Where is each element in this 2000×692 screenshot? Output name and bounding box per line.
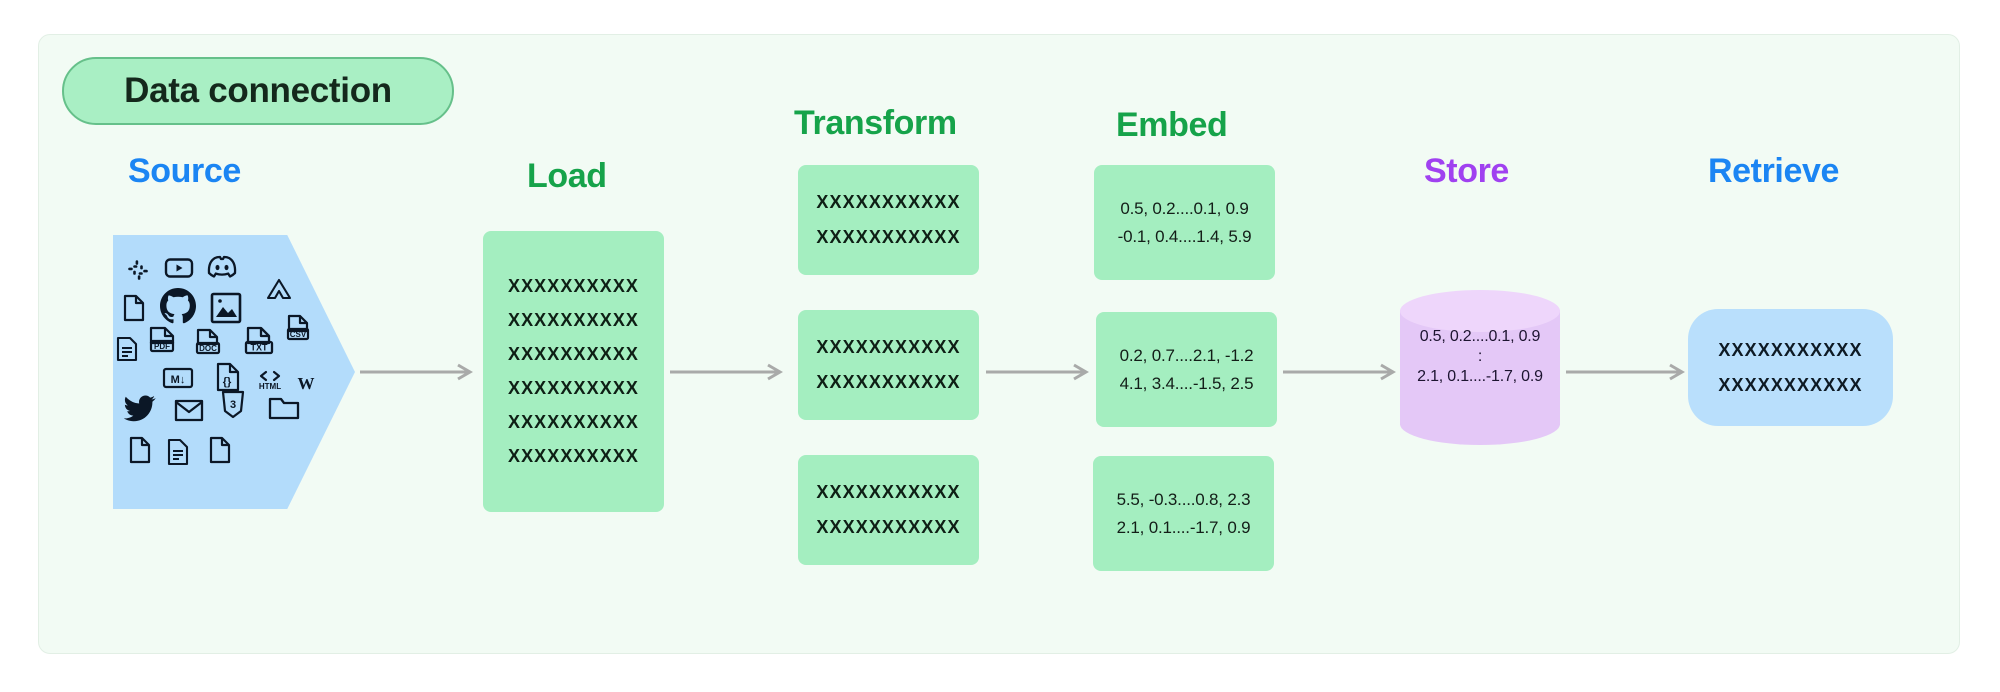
embed-line: 0.2, 0.7....2.1, -1.2 [1119, 345, 1254, 365]
transform-line: XXXXXXXXXXX [816, 517, 961, 537]
retrieve-line: XXXXXXXXXXX [1718, 374, 1863, 395]
svg-text:TXT: TXT [251, 343, 269, 353]
load-line: XXXXXXXXXX [507, 310, 640, 330]
load-heading: Load [527, 157, 607, 195]
css3-icon: 3 [219, 389, 247, 421]
embed-box: 0.5, 0.2....0.1, 0.9 -0.1, 0.4....1.4, 5… [1094, 165, 1275, 280]
svg-text:DOC: DOC [199, 344, 217, 353]
embed-line: 2.1, 0.1....-1.7, 0.9 [1116, 517, 1251, 537]
load-line: XXXXXXXXXX [507, 412, 640, 432]
transform-heading: Transform [794, 104, 957, 142]
document-icon [121, 293, 147, 323]
embed-box: 0.2, 0.7....2.1, -1.2 4.1, 3.4....-1.5, … [1096, 312, 1277, 427]
html-code-icon-label: HTML [258, 382, 282, 391]
store-line: 2.1, 0.1....-1.7, 0.9 [1417, 368, 1543, 385]
transform-box: XXXXXXXXXXX XXXXXXXXXXX [798, 165, 979, 275]
store-line: 0.5, 0.2....0.1, 0.9 [1419, 328, 1541, 345]
embed-line: -0.1, 0.4....1.4, 5.9 [1117, 226, 1252, 246]
txt-file-icon: TXT [241, 325, 277, 359]
load-line: XXXXXXXXXX [507, 276, 640, 296]
source-icon-grid: PDF DOC TXT CSV [113, 235, 355, 509]
data-connection-badge: Data connection [62, 57, 454, 125]
lined-document-icon [115, 335, 139, 363]
transform-line: XXXXXXXXXXX [816, 227, 961, 247]
arrow-load-to-transform [670, 360, 790, 384]
svg-text:3: 3 [230, 399, 236, 411]
transform-box: XXXXXXXXXXX XXXXXXXXXXX [798, 455, 979, 565]
load-line: XXXXXXXXXX [507, 378, 640, 398]
embed-box: 5.5, -0.3....0.8, 2.3 2.1, 0.1....-1.7, … [1093, 456, 1274, 571]
lined-document-icon [165, 437, 191, 467]
svg-text:{}: {} [223, 376, 232, 388]
youtube-icon [163, 254, 195, 282]
cylinder-top [1400, 290, 1560, 332]
google-drive-icon [265, 277, 293, 303]
store-cylinder: 0.5, 0.2....0.1, 0.9 : 2.1, 0.1....-1.7,… [1400, 290, 1560, 445]
html-code-icon: HTML [253, 367, 287, 395]
load-line: XXXXXXXXXX [507, 446, 640, 466]
wikipedia-icon: W [297, 374, 315, 393]
slack-icon [125, 257, 151, 283]
csv-file-icon: CSV [283, 313, 313, 343]
load-box: XXXXXXXXXX XXXXXXXXXX XXXXXXXXXX XXXXXXX… [483, 231, 664, 512]
email-icon [173, 397, 205, 423]
json-file-icon: {} [213, 361, 243, 393]
store-line: : [1477, 348, 1483, 365]
transform-line: XXXXXXXXXXX [816, 482, 961, 502]
transform-box: XXXXXXXXXXX XXXXXXXXXXX [798, 310, 979, 420]
svg-text:CSV: CSV [290, 330, 307, 339]
discord-icon [205, 253, 239, 281]
github-icon [157, 285, 199, 327]
diagram-frame [38, 34, 1960, 654]
twitter-icon [123, 393, 157, 423]
image-icon [209, 291, 243, 325]
page-icon [207, 435, 233, 465]
svg-text:M↓: M↓ [171, 374, 186, 386]
retrieve-line: XXXXXXXXXXX [1718, 339, 1863, 360]
store-heading: Store [1424, 152, 1509, 190]
data-connection-badge-label: Data connection [124, 71, 392, 110]
arrow-source-to-load [360, 360, 480, 384]
transform-line: XXXXXXXXXXX [816, 372, 961, 392]
retrieve-box: XXXXXXXXXXX XXXXXXXXXXX [1688, 309, 1893, 426]
markdown-icon: M↓ [161, 365, 195, 391]
embed-line: 5.5, -0.3....0.8, 2.3 [1116, 489, 1251, 509]
pdf-file-icon: PDF [145, 325, 179, 357]
folder-icon [267, 393, 301, 423]
doc-file-icon: DOC [191, 327, 225, 359]
source-heading: Source [128, 152, 241, 190]
transform-line: XXXXXXXXXXX [816, 337, 961, 357]
embed-line: 4.1, 3.4....-1.5, 2.5 [1119, 373, 1254, 393]
blank-document-icon [127, 435, 153, 465]
embed-line: 0.5, 0.2....0.1, 0.9 [1120, 198, 1249, 218]
store-text: 0.5, 0.2....0.1, 0.9 : 2.1, 0.1....-1.7,… [1400, 328, 1560, 386]
arrow-embed-to-store [1283, 360, 1403, 384]
arrow-transform-to-embed [986, 360, 1096, 384]
retrieve-heading: Retrieve [1708, 152, 1839, 190]
arrow-store-to-retrieve [1566, 360, 1692, 384]
svg-text:PDF: PDF [154, 342, 170, 351]
embed-heading: Embed [1116, 106, 1228, 144]
transform-line: XXXXXXXXXXX [816, 192, 961, 212]
load-line: XXXXXXXXXX [507, 344, 640, 364]
